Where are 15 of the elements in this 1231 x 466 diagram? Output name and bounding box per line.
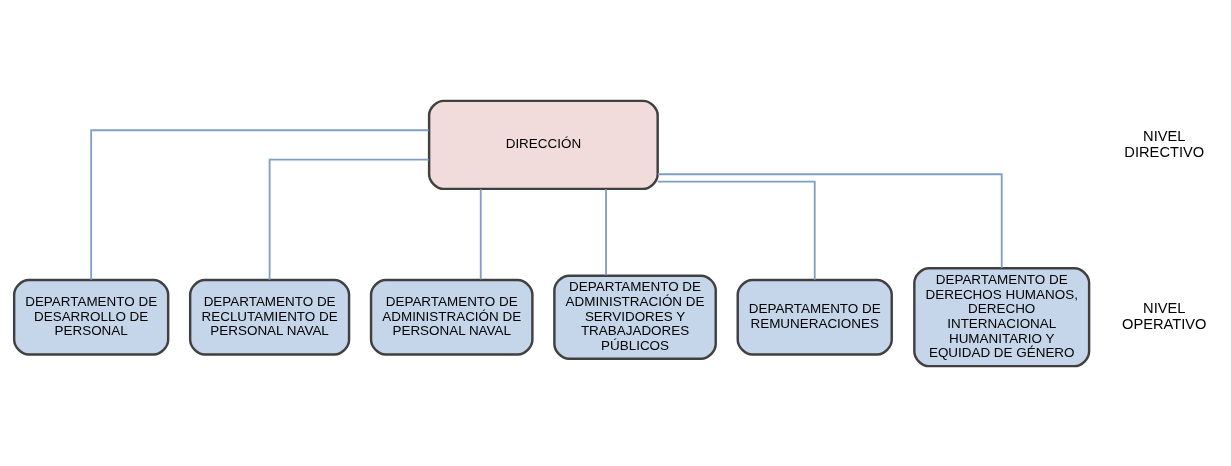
label: NIVEL DIRECTIVO — [1124, 127, 1205, 160]
node-box: DEPARTAMENTO DE REMUNERACIONES — [736, 278, 893, 356]
label: NIVEL OPERATIVO — [1122, 299, 1207, 332]
node-box: DEPARTAMENTO DE ADMINISTRACIÓN DE SERVIDORES Y TRABAJADORES PÚBLICOS — [553, 273, 717, 360]
connector — [656, 180, 816, 281]
connector — [605, 187, 607, 276]
connector — [268, 158, 430, 281]
node-box: DEPARTAMENTO DE DESARROLLO DE PERSONAL — [12, 278, 170, 356]
connector — [656, 172, 1003, 269]
connector — [90, 128, 430, 281]
node-box: DIRECCIÓN — [427, 99, 659, 190]
node-box: DEPARTAMENTO DE DERECHOS HUMANOS, DERECHO INTERNACIONAL HUMANITARIO Y EQUIDAD DE GÉNERO — [913, 266, 1091, 367]
node-box: DEPARTAMENTO DE ADMINISTRACIÓN DE PERSONAL NAVAL — [369, 278, 534, 356]
connector — [479, 187, 482, 280]
node-box: DEPARTAMENTO DE RECLUTAMIENTO DE PERSONAL NAVAL — [188, 278, 351, 356]
